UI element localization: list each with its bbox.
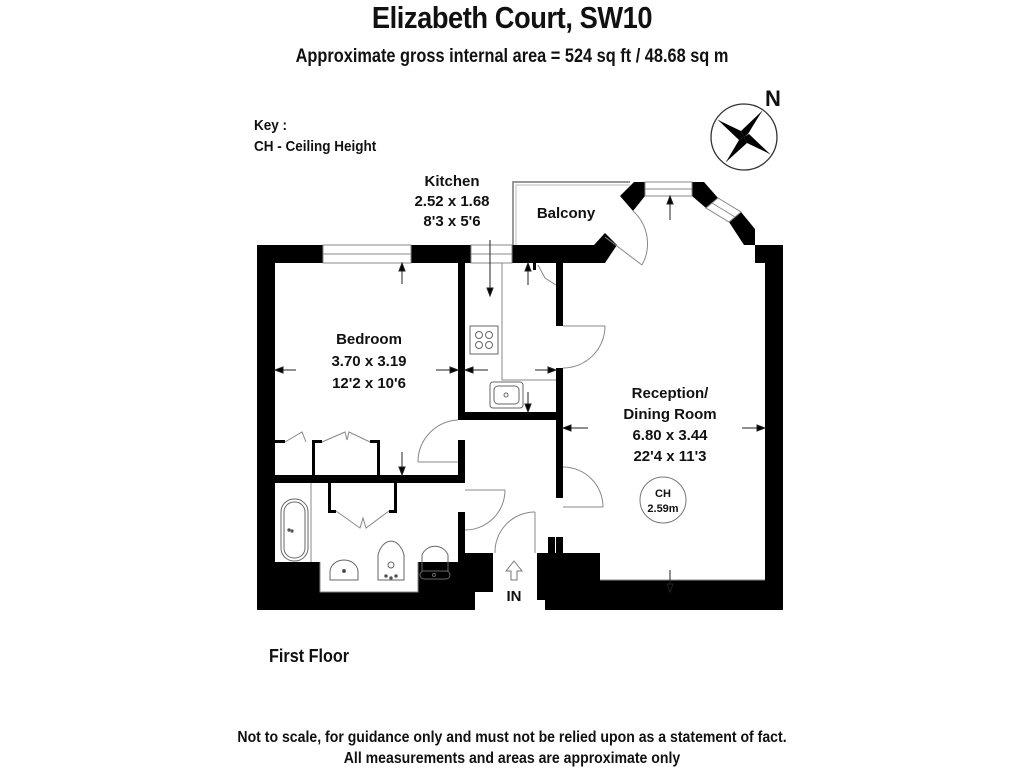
toilet-icon xyxy=(419,545,451,580)
balcony-outline xyxy=(512,181,630,246)
bedroom-imperial: 12'2 x 10'6 xyxy=(332,375,406,392)
bedroom-name: Bedroom xyxy=(336,331,402,348)
reception-name-1: Reception/ xyxy=(632,385,710,402)
bedroom-metric: 3.70 x 3.19 xyxy=(331,353,406,370)
compass-rose-icon: N xyxy=(710,86,781,171)
ch-value: 2.59m xyxy=(647,503,678,515)
kitchen-name: Kitchen xyxy=(424,173,479,190)
area-subtitle: Approximate gross internal area = 524 sq… xyxy=(295,46,729,67)
windows xyxy=(322,181,742,264)
kitchen-metric: 2.52 x 1.68 xyxy=(414,193,489,210)
disclaimer-line-2: All measurements and areas are approxima… xyxy=(343,750,681,767)
room-label-bedroom: Bedroom 3.70 x 3.19 12'2 x 10'6 xyxy=(331,331,406,392)
key-entry-ch: CH - Ceiling Height xyxy=(254,138,377,155)
disclaimer: Not to scale, for guidance only and must… xyxy=(61,727,962,769)
kitchen-sink-icon xyxy=(489,381,524,409)
kitchen-imperial: 8'3 x 5'6 xyxy=(423,213,480,230)
hob-icon xyxy=(469,325,499,355)
ch-label: CH xyxy=(655,488,671,500)
reception-imperial: 22'4 x 11'3 xyxy=(633,448,706,465)
page-title: Elizabeth Court, SW10 xyxy=(371,0,653,35)
bathtub-icon xyxy=(280,498,309,562)
room-label-reception: Reception/ Dining Room 6.80 x 3.44 22'4 … xyxy=(623,385,716,465)
door-swings xyxy=(284,210,765,593)
bidet-icon xyxy=(377,540,405,581)
key-legend: Key : CH - Ceiling Height xyxy=(254,115,376,157)
ceiling-height-badge: CH 2.59m xyxy=(639,476,687,524)
key-heading: Key : xyxy=(254,117,288,134)
reception-name-2: Dining Room xyxy=(623,406,716,423)
entrance-arrow-icon xyxy=(504,560,524,581)
north-label: N xyxy=(765,86,781,111)
entrance-label: IN xyxy=(507,588,522,605)
walls xyxy=(257,182,783,610)
reception-metric: 6.80 x 3.44 xyxy=(632,427,708,444)
balcony-name: Balcony xyxy=(537,205,596,222)
floor-label: First Floor xyxy=(269,646,350,666)
room-label-kitchen: Kitchen 2.52 x 1.68 8'3 x 5'6 xyxy=(414,173,489,230)
disclaimer-line-1: Not to scale, for guidance only and must… xyxy=(237,729,787,746)
basin-icon xyxy=(329,559,359,581)
dimension-arrows xyxy=(273,194,767,594)
